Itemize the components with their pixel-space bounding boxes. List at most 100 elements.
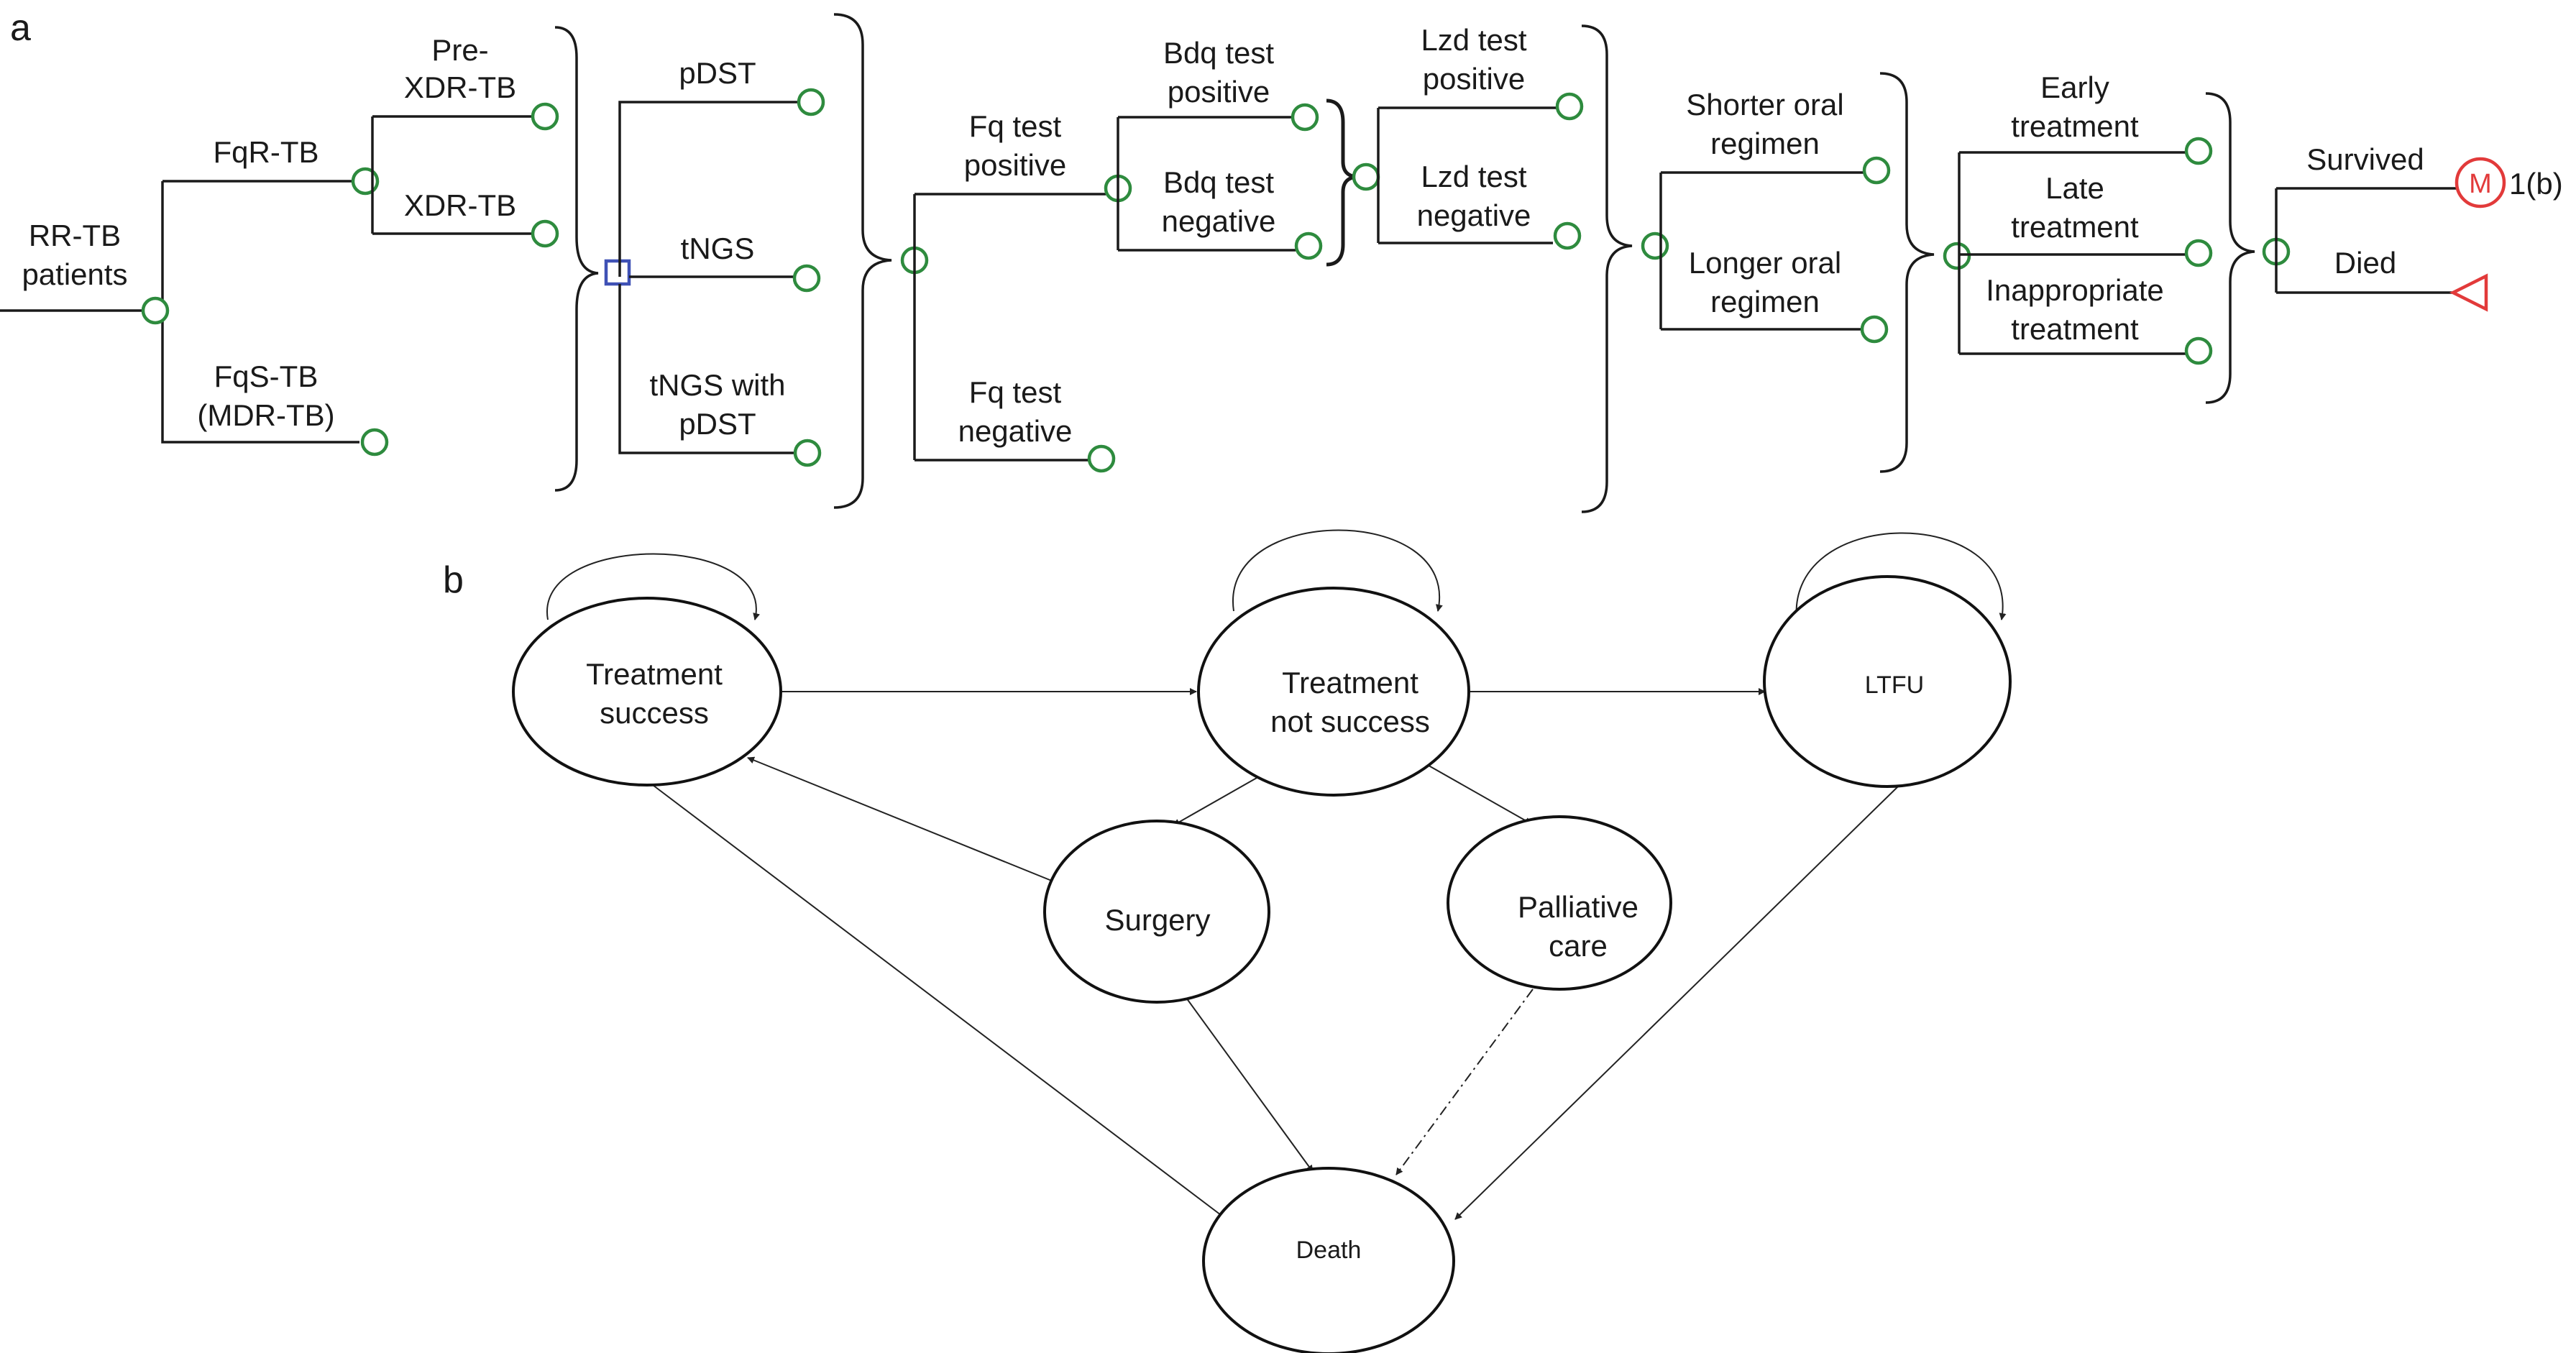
inappropriate-treatment-label: Inappropriate treatment — [1986, 273, 2164, 346]
died-label: Died — [2334, 246, 2396, 280]
tngs-pdst-label: tNGS with pDST — [649, 368, 785, 441]
self-loop-not-success — [1232, 529, 1443, 612]
chance-node-early — [2184, 137, 2213, 165]
svg-text:Pre-: Pre- — [431, 33, 488, 67]
state-ltfu — [1763, 575, 2012, 788]
chance-node-late — [2184, 239, 2213, 267]
lzd-positive-label: Lzd test positive — [1421, 23, 1526, 96]
decision-tree: a RR-TB patients FqR-TB FqS-TB (MDR-TB) … — [0, 7, 2563, 513]
svg-text:tNGS with: tNGS with — [649, 368, 785, 402]
svg-text:Lzd test: Lzd test — [1421, 160, 1526, 193]
edge-surgery-to-death — [1186, 997, 1314, 1173]
svg-text:Treatment: Treatment — [1282, 666, 1418, 700]
svg-text:treatment: treatment — [2011, 312, 2139, 346]
svg-text:success: success — [600, 696, 709, 730]
svg-text:Shorter oral: Shorter oral — [1686, 88, 1843, 121]
prexdr-label: Pre- XDR-TB — [404, 33, 516, 104]
chance-node-fqr — [351, 167, 380, 196]
svg-text:FqS-TB: FqS-TB — [214, 359, 318, 393]
fq-split-lines — [913, 193, 1106, 462]
chance-node-timing — [1943, 242, 1971, 270]
tngs-label: tNGS — [681, 231, 755, 265]
svg-text:Treatment: Treatment — [586, 657, 723, 691]
chance-node-inappropriate — [2184, 336, 2213, 365]
state-death — [1202, 1167, 1455, 1353]
brace-3 — [1326, 98, 1358, 267]
markov-node-icon: M — [2454, 157, 2506, 208]
markov-label: 1(b) — [2509, 167, 2563, 201]
chance-node-bdq-positive — [1291, 103, 1319, 132]
edge-not-success-to-surgery — [1173, 777, 1257, 826]
chance-node-fqs-terminal — [360, 428, 389, 457]
svg-text:RR-TB: RR-TB — [29, 219, 121, 252]
svg-text:regimen: regimen — [1710, 127, 1820, 160]
brace-6 — [2205, 92, 2255, 404]
svg-text:negative: negative — [958, 414, 1073, 448]
svg-text:treatment: treatment — [2011, 109, 2139, 143]
svg-text:treatment: treatment — [2011, 210, 2139, 244]
bdq-negative-label: Bdq test negative — [1162, 165, 1276, 238]
state-treatment-success — [512, 597, 782, 786]
shorter-regimen-label: Shorter oral regimen — [1686, 88, 1843, 160]
svg-text:Early: Early — [2040, 70, 2109, 104]
state-palliative-care — [1447, 815, 1672, 991]
brace-1 — [554, 26, 599, 492]
svg-text:Bdq test: Bdq test — [1163, 165, 1274, 199]
svg-text:Bdq test: Bdq test — [1163, 36, 1274, 70]
label-treatment-success: Treatment success — [586, 657, 723, 730]
pdst-label: pDST — [679, 56, 756, 90]
lzd-negative-label: Lzd test negative — [1417, 160, 1531, 232]
fqr-split-lines — [371, 115, 532, 235]
outcome-split-lines — [2275, 187, 2459, 294]
label-ltfu: LTFU — [1865, 671, 1924, 699]
chance-node-bdq-negative — [1294, 231, 1323, 260]
chance-node-lzd-negative — [1553, 221, 1582, 250]
late-treatment-label: Late treatment — [2011, 171, 2139, 244]
svg-text:positive: positive — [964, 148, 1066, 182]
root-node-label: RR-TB patients — [22, 219, 127, 291]
svg-text:pDST: pDST — [679, 407, 756, 441]
chance-node-longer — [1860, 315, 1889, 344]
panel-b-letter: b — [443, 559, 464, 601]
svg-text:Palliative: Palliative — [1518, 890, 1638, 924]
lzd-split-lines — [1377, 106, 1557, 244]
svg-text:patients: patients — [22, 257, 127, 291]
svg-text:Longer oral: Longer oral — [1689, 246, 1841, 280]
fq-negative-label: Fq test negative — [958, 375, 1073, 448]
split-line-1 — [161, 181, 359, 444]
markov-diagram: b Treatment success Treatment not succes… — [443, 529, 2012, 1353]
svg-text:Late: Late — [2045, 171, 2104, 205]
edge-success-to-death — [652, 784, 1227, 1220]
svg-text:XDR-TB: XDR-TB — [404, 70, 516, 104]
svg-text:positive: positive — [1168, 75, 1270, 109]
chance-node-prexdr — [531, 102, 559, 131]
timing-split-lines — [1958, 151, 2186, 355]
chance-node-tngs-pdst — [793, 439, 822, 467]
bdq-split-lines — [1117, 116, 1296, 252]
survived-label: Survived — [2306, 142, 2424, 176]
svg-text:Fq test: Fq test — [969, 109, 1062, 143]
label-surgery: Surgery — [1104, 903, 1210, 937]
label-palliative-care: Palliative care — [1518, 890, 1638, 963]
self-loop-ltfu — [1795, 532, 2007, 626]
bdq-positive-label: Bdq test positive — [1163, 36, 1274, 109]
svg-text:Lzd test: Lzd test — [1421, 23, 1526, 57]
brace-5 — [1879, 72, 1935, 473]
svg-text:negative: negative — [1417, 198, 1531, 232]
label-death: Death — [1296, 1237, 1362, 1264]
longer-regimen-label: Longer oral regimen — [1689, 246, 1841, 318]
state-treatment-not-success — [1197, 587, 1470, 797]
chance-node-shorter — [1862, 156, 1891, 185]
xdr-label: XDR-TB — [404, 188, 516, 222]
decision-node-testing — [604, 259, 631, 286]
fqs-label: FqS-TB (MDR-TB) — [197, 359, 334, 432]
terminal-node-icon — [2449, 273, 2488, 312]
early-treatment-label: Early treatment — [2011, 70, 2139, 143]
fqr-label: FqR-TB — [214, 135, 319, 169]
svg-text:negative: negative — [1162, 204, 1276, 238]
brace-4 — [1581, 24, 1633, 513]
panel-a-letter: a — [10, 7, 31, 49]
edge-ltfu-to-death — [1454, 786, 1899, 1220]
edge-surgery-to-success — [747, 756, 1058, 884]
chance-node-xdr — [531, 219, 559, 248]
